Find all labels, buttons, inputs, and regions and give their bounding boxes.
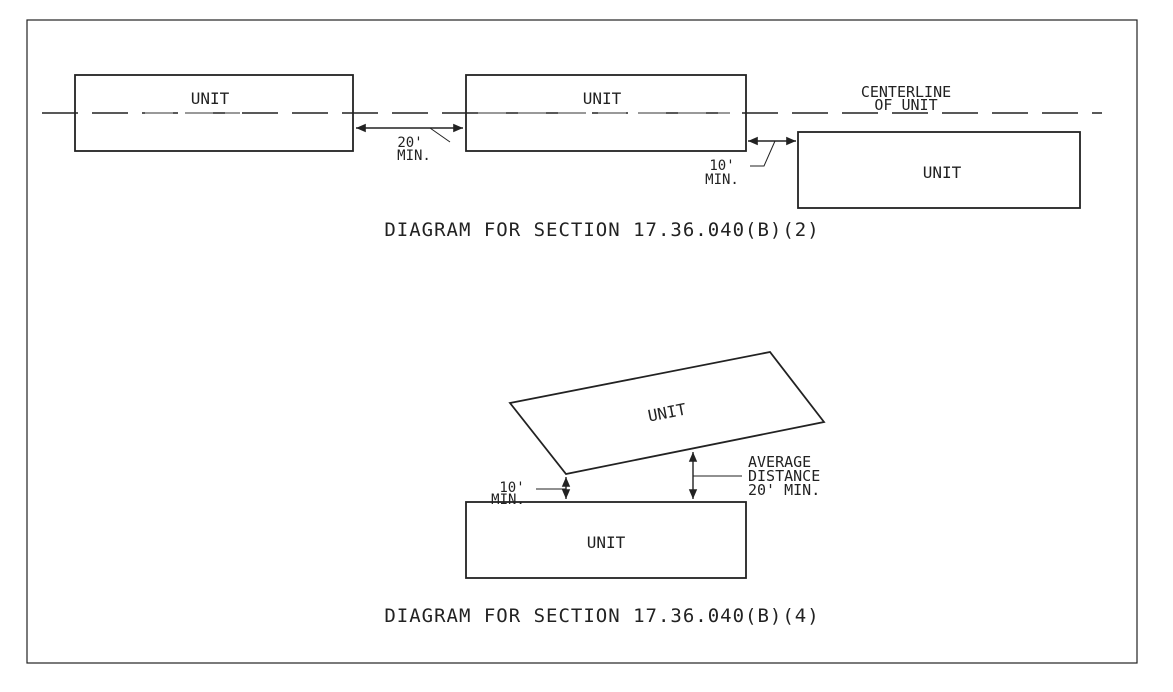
unit-middle — [465, 74, 747, 152]
average-distance-line3: 20' MIN. — [748, 481, 820, 499]
dimension-20ft-min: MIN. — [397, 148, 431, 164]
dimension-10ft-leader — [750, 140, 776, 167]
unit-right-label: UNIT — [923, 163, 962, 182]
dimension-10ft-min: MIN. — [705, 172, 739, 188]
unit-right — [797, 131, 1081, 209]
unit-tilted-label: UNIT — [646, 400, 688, 426]
centerline-label-line2: OF UNIT — [874, 96, 937, 114]
centerline-label-line1: CENTERLINE — [861, 83, 951, 101]
caption-top: DIAGRAM FOR SECTION 17.36.040(B)(2) — [384, 219, 819, 241]
unit-lower-label: UNIT — [587, 533, 626, 552]
unit-left-label: UNIT — [191, 89, 230, 108]
caption-bottom: DIAGRAM FOR SECTION 17.36.040(B)(4) — [384, 605, 819, 627]
unit-lower — [465, 501, 747, 579]
bottom-diagram: UNIT UNIT 10' MIN. AVERAGE DISTANCE 20' … — [384, 351, 826, 627]
unit-left — [74, 74, 354, 152]
unit-tilted — [508, 351, 826, 475]
top-diagram: UNIT UNIT UNIT CENTERLINE OF UNIT 20' MI… — [42, 74, 1102, 241]
dimension-20ft-leader — [429, 127, 451, 143]
dimension-10ft-vertical-min: MIN. — [491, 492, 525, 508]
dimension-10ft-label: 10' — [709, 158, 734, 174]
page-frame — [26, 19, 1138, 664]
average-distance-line2: DISTANCE — [748, 467, 820, 485]
unit-middle-label: UNIT — [583, 89, 622, 108]
average-distance-line1: AVERAGE — [748, 453, 811, 471]
dimension-10ft-vertical-label: 10' — [499, 480, 524, 496]
dimension-20ft-label: 20' — [397, 135, 422, 151]
